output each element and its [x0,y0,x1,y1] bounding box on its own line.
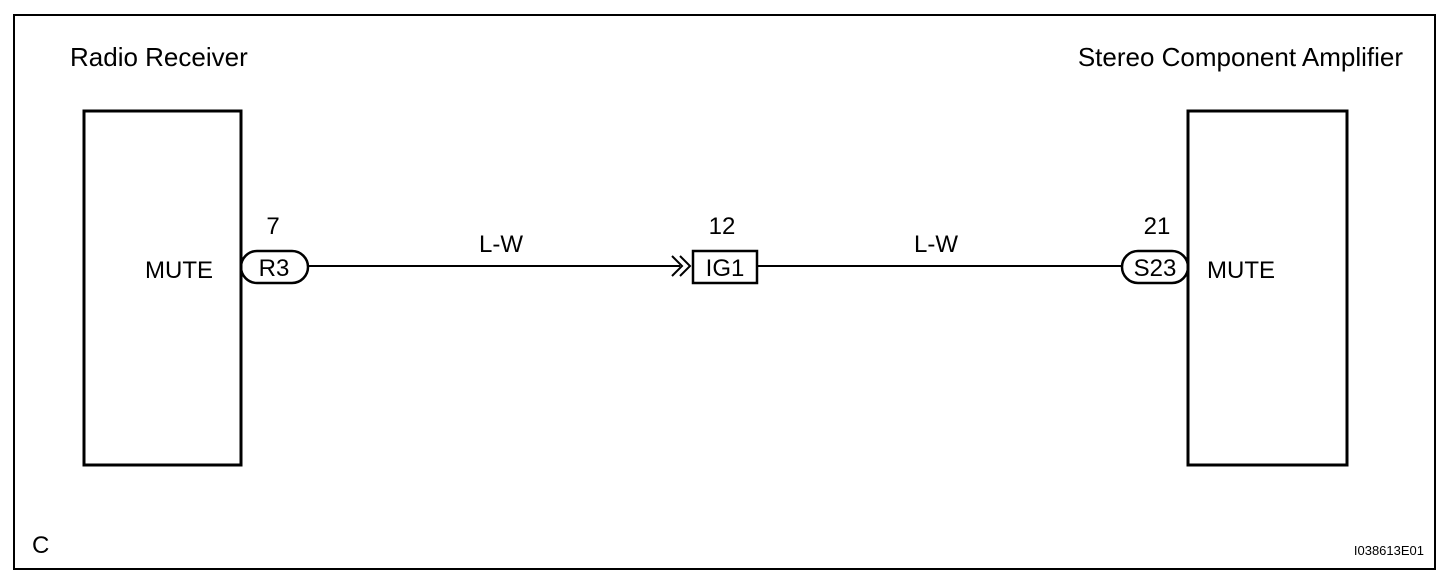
wire-left-color-label: L-W [479,231,523,258]
connector-s23-pin: 21 [1144,213,1171,240]
radio-receiver-mute-terminal: MUTE [145,257,213,284]
diagram-frame [13,14,1436,570]
connector-ig1: 12 IG1 [671,213,759,285]
connector-ig1-body [691,249,759,285]
connector-s23-body [1120,249,1190,285]
connector-ig1-label: IG1 [706,255,745,282]
radio-receiver-box [82,109,243,467]
corner-letter: C [32,532,49,559]
stereo-amplifier-box [1186,109,1349,467]
connector-r3-pin: 7 [266,213,279,240]
connector-s23: 21 S23 [1120,213,1190,285]
connector-ig1-pin: 12 [709,213,736,240]
radio-receiver-title: Radio Receiver [70,42,248,72]
connector-r3-body [239,249,310,285]
stereo-amplifier-mute-terminal: MUTE [1207,257,1275,284]
connector-r3: 7 R3 [239,213,310,285]
stereo-amplifier-title: Stereo Component Amplifier [1078,42,1404,72]
connector-r3-label: R3 [259,255,290,282]
connector-s23-label: S23 [1134,255,1177,282]
figure-code: I038613E01 [1354,543,1424,558]
connector-ig1-arrow-icon [671,255,692,277]
wire-right-color-label: L-W [914,231,958,258]
